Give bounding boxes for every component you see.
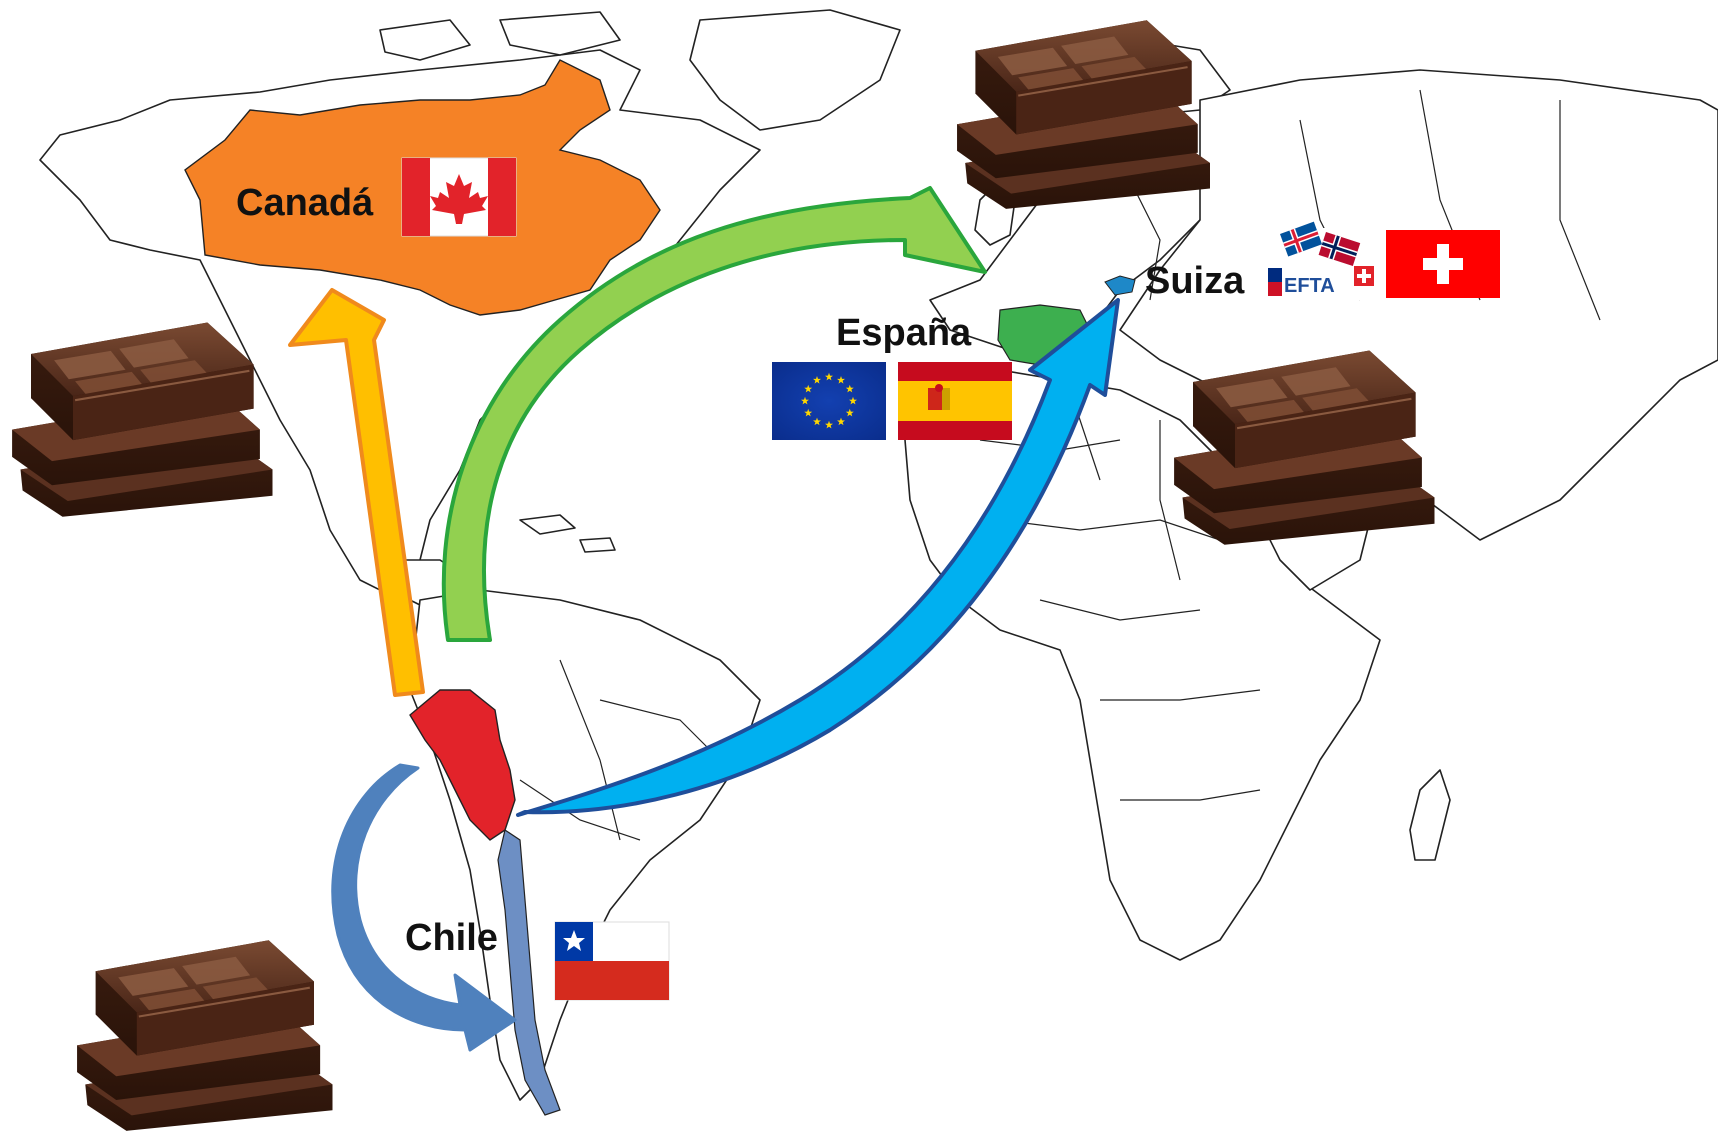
switzerland-flag-icon (1386, 230, 1500, 298)
arrow-to-chile (331, 763, 517, 1052)
eu-star-icon (845, 408, 854, 417)
efta-flag-icon: EFTA (1266, 221, 1376, 300)
switzerland-region (1104, 275, 1136, 296)
peru-region (409, 689, 516, 841)
eu-star-icon (804, 384, 813, 393)
label-canada: Canadá (236, 182, 374, 224)
chile-region (497, 829, 561, 1116)
eu-star-icon (849, 396, 857, 405)
efta-label: EFTA (1284, 275, 1335, 297)
chocolate-bar-icon (956, 19, 1212, 210)
chocolate-bar-icon (11, 321, 274, 518)
arrow-to-suiza (516, 298, 1120, 817)
eu-star-icon (825, 372, 833, 381)
chocolate-bar-icon (76, 939, 334, 1132)
spain-flag-icon (898, 362, 1012, 440)
eu-star-icon (801, 396, 809, 405)
label-chile: Chile (405, 917, 498, 959)
eu-star-icon (825, 420, 833, 429)
label-suiza: Suiza (1145, 260, 1245, 302)
eu-star-icon (837, 417, 845, 426)
eu-star-icon (813, 376, 821, 384)
eu-star-icon (837, 376, 845, 384)
eu-star-icon (813, 417, 821, 426)
eu-flag-icon (772, 362, 886, 440)
canada-flag-icon (401, 157, 517, 237)
chile-flag-icon (554, 921, 670, 1001)
eu-star-icon (845, 384, 854, 393)
chocolate-bar-icon (1173, 349, 1436, 546)
arrow-to-canada-shape (288, 288, 425, 697)
label-espana: España (836, 312, 972, 354)
arrow-to-espana (441, 186, 987, 642)
eu-star-icon (804, 408, 813, 417)
